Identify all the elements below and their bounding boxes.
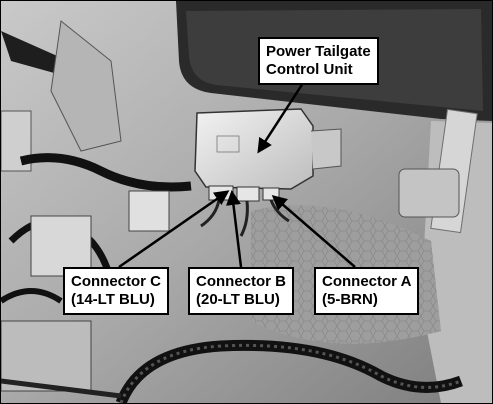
control-unit-arrow xyxy=(257,79,307,154)
wire-harness-upper xyxy=(19,153,192,192)
connector-c-label-line1: Connector C xyxy=(71,273,161,290)
control-unit-label-line1: Power Tailgate xyxy=(266,43,371,60)
connector-a-callout: Connector A (5-BRN) xyxy=(314,267,420,315)
connector-a-label-line2: (5-BRN) xyxy=(322,291,378,308)
connector-b-callout: Connector B (20-LT BLU) xyxy=(188,267,294,315)
control-unit-callout: Power Tailgate Control Unit xyxy=(258,37,379,85)
control-unit-box xyxy=(194,108,314,190)
relay-block xyxy=(30,215,92,277)
connector-a-label-line1: Connector A xyxy=(322,273,412,290)
connector-b-arrow xyxy=(226,190,243,268)
belt-retractor xyxy=(398,168,460,218)
control-unit-label-line2: Control Unit xyxy=(266,61,353,78)
connector-c-callout: Connector C (14-LT BLU) xyxy=(63,267,169,315)
connector-b-label-line1: Connector B xyxy=(196,273,286,290)
connector-c-label-line2: (14-LT BLU) xyxy=(71,291,155,308)
connector-c-arrow xyxy=(118,190,230,269)
connector-a-arrow xyxy=(271,195,356,268)
connector-b-label-line2: (20-LT BLU) xyxy=(196,291,280,308)
